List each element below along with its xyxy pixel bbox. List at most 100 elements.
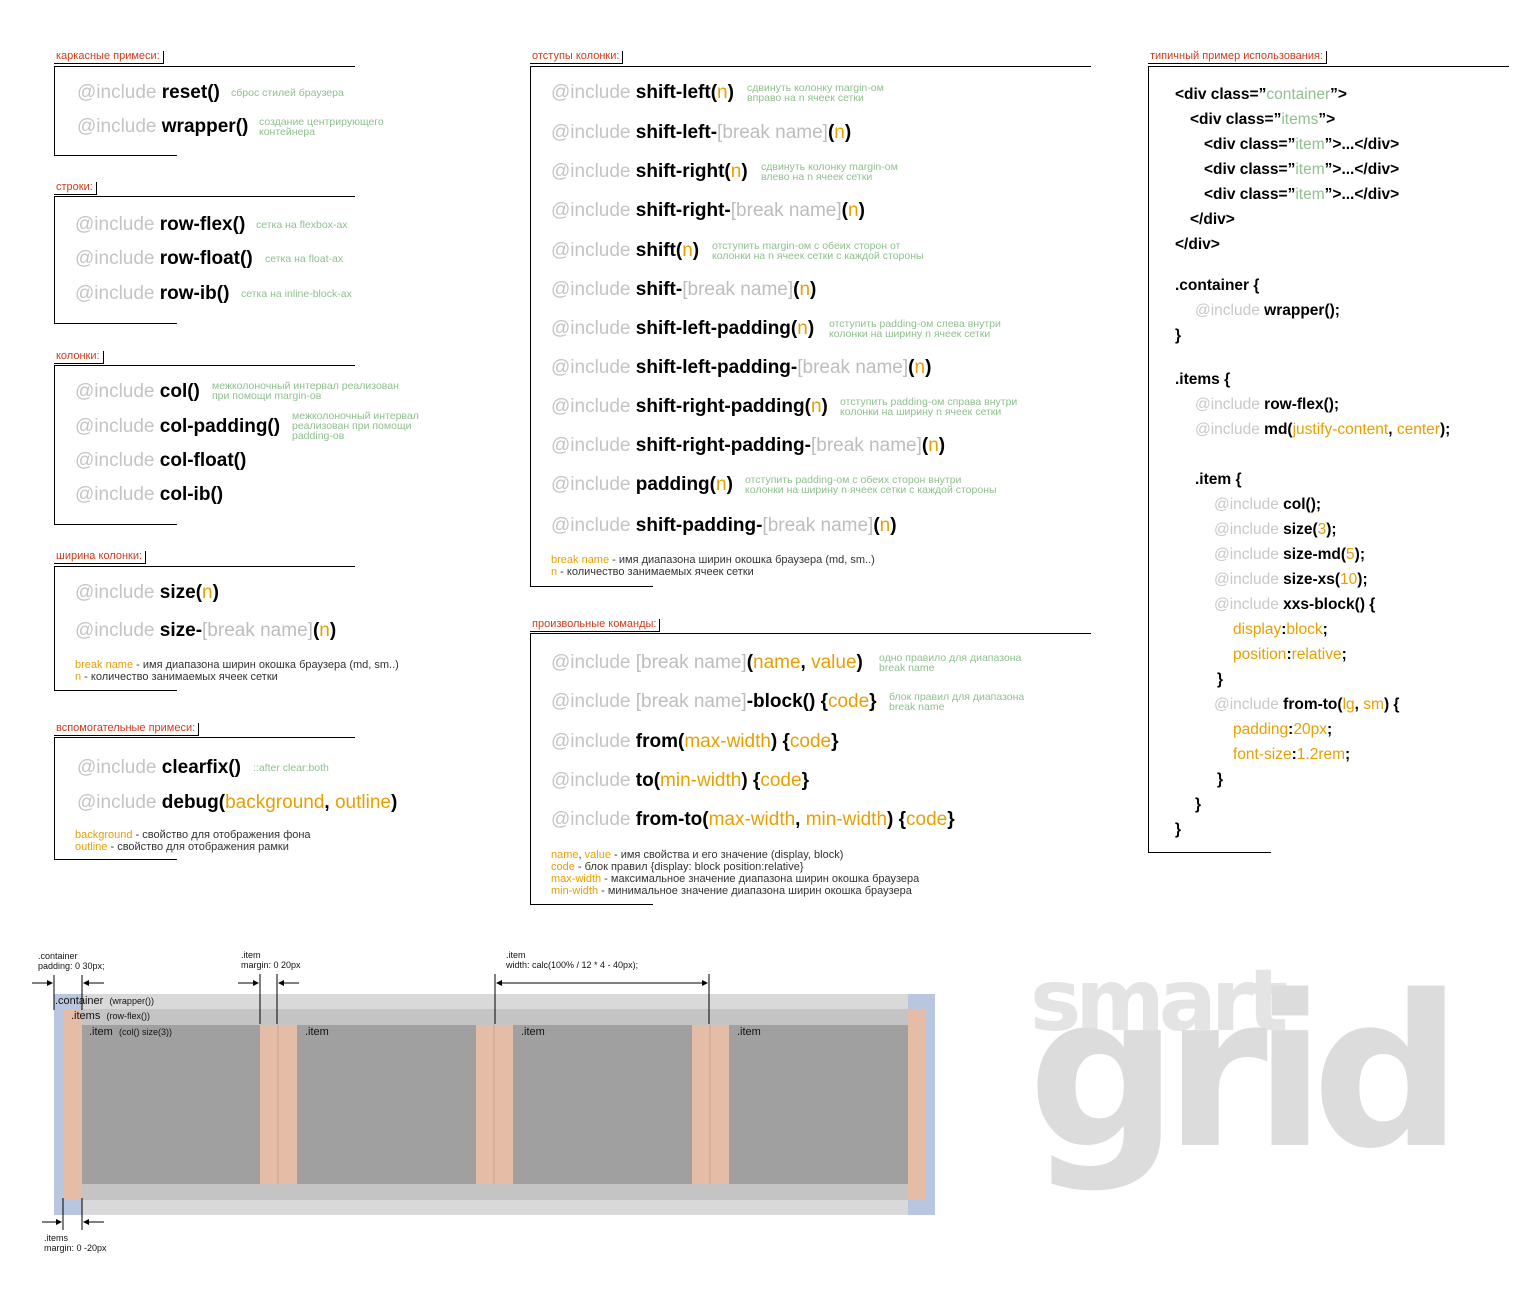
legend-custom: name, value - имя свойства и его значени… [551, 849, 919, 897]
note-row-float: сетка на float-ах [265, 253, 344, 265]
code-text: : [1288, 721, 1294, 738]
note-line: межколоночный интервал реализован [212, 380, 399, 392]
note-line: колонки на ширину n ячеек сетки [829, 328, 991, 340]
include-keyword: @include [1195, 396, 1260, 413]
css-property: display [1233, 621, 1282, 638]
mixin-clearfix: @include clearfix() [77, 757, 241, 779]
mixin-reset: @include reset() [77, 82, 220, 104]
mixin-name: clearfix() [161, 757, 241, 778]
mixin-size: @include size(n) [75, 582, 219, 604]
arg-code: code [760, 770, 802, 791]
css-property: font-size [1233, 746, 1292, 763]
code-arg: justify-content [1292, 421, 1389, 438]
mixin-row-float: @include row-float() [75, 248, 253, 270]
code-line: @include col(); [1214, 496, 1321, 514]
note-line: влево на n ячеек сетки [761, 171, 873, 183]
include-keyword: @include [551, 515, 631, 536]
label-item: .item [521, 1026, 545, 1038]
mixin-name: shift-right-padding( [635, 396, 811, 417]
arg-max-width: max-width [684, 731, 771, 752]
legend-key: n [75, 671, 82, 683]
section-title-rows: строки: [54, 181, 97, 195]
legend-value: - имя диапазона ширин окошка браузера (m… [609, 554, 875, 566]
arg-n: n [879, 515, 891, 536]
break-name: [break name] [717, 122, 828, 143]
mixin-name: col() [159, 381, 200, 402]
diagram-item [297, 1025, 476, 1184]
section-title-custom-commands: произвольные команды: [530, 618, 661, 632]
legend-key: break name [551, 554, 610, 566]
include-keyword: @include [75, 582, 155, 603]
mixin-name: col-float() [159, 450, 247, 471]
code-text: ); [1439, 421, 1451, 438]
label-note: (col() size(3)) [118, 1027, 172, 1037]
brace: ) { [887, 809, 907, 830]
note-line: реализован при помощи [292, 420, 412, 432]
code-text: ; [1345, 746, 1351, 763]
paren: ( [873, 515, 880, 536]
include-keyword: @include [1195, 302, 1260, 319]
include-keyword: @include [551, 691, 631, 712]
note-line: межколоночный интервал [292, 410, 419, 422]
section-title-column-width: ширина колонки: [54, 550, 147, 564]
include-keyword: @include [75, 620, 155, 641]
include-keyword: @include [1214, 596, 1279, 613]
code-text: ”>...</div> [1324, 161, 1400, 178]
code-text: <div class=” [1190, 111, 1282, 128]
code-text: <div class=” [1175, 86, 1267, 103]
mixin-name: shift-left-padding- [635, 357, 798, 378]
label-items: .items (row-flex()) [71, 1011, 150, 1022]
note-line: сдвинуть колонку margin-ом [761, 161, 898, 173]
code-text: wrapper(); [1259, 302, 1340, 319]
label-container: .container (wrapper()) [55, 995, 154, 1007]
diagram-item [729, 1025, 908, 1184]
note-reset: сброс стилей браузера [231, 87, 344, 99]
include-keyword: @include [551, 396, 631, 417]
column-offsets-box [530, 66, 1091, 587]
code-line: @include md(justify-content, center); [1195, 421, 1450, 439]
arg-value: value [811, 652, 857, 673]
usage-example-box [1148, 66, 1509, 853]
include-keyword: @include [551, 161, 631, 182]
code-line: } [1195, 796, 1202, 813]
include-keyword: @include [77, 757, 157, 778]
paren: ) [858, 200, 865, 221]
custom-commands-box [530, 633, 1091, 905]
frame-mixins-box [54, 66, 355, 156]
paren: ) [890, 515, 897, 536]
include-keyword: @include [551, 731, 631, 752]
include-keyword: @include [551, 809, 631, 830]
paren: ) [212, 582, 219, 603]
code-line: @include size-md(5); [1214, 546, 1365, 564]
code-line: @include xxs-block() { [1214, 596, 1375, 614]
arg-outline: outline [334, 792, 391, 813]
note-padding: отступить padding-ом с обеих сторон внут… [745, 474, 997, 496]
paren: ( [908, 357, 915, 378]
legend-line: break name - имя диапазона ширин окошка … [551, 554, 875, 566]
logo-smart: smart [1030, 951, 1288, 1051]
note-line: отступить padding-ом с обеих сторон внут… [745, 474, 962, 486]
paren: ( [312, 620, 320, 641]
arg-min-width: min-width [805, 809, 888, 830]
legend-debug: background - свойство для отображения фо… [75, 829, 311, 853]
legend-key: value [584, 849, 611, 861]
code-text: : [1286, 646, 1292, 663]
arg-n: n [799, 279, 811, 300]
label-text: .container [55, 995, 104, 1007]
legend-key: n [551, 566, 558, 578]
mixin-col-ib: @include col-ib() [75, 484, 223, 506]
break-name: [break name] [635, 691, 747, 712]
mixin-name: row-flex() [159, 214, 246, 235]
mixin-name: to( [635, 770, 661, 791]
mixin-name: -block() { [746, 691, 828, 712]
mixin-col-float: @include col-float() [75, 450, 246, 472]
arg-n: n [810, 396, 822, 417]
mixin-name: shift- [635, 279, 683, 300]
mixin-col: @include col() [75, 381, 200, 403]
note-line: колонки на ширину n ячеек сетки [840, 406, 1002, 418]
legend-value: - имя диапазона ширин окошка браузера (m… [133, 659, 399, 671]
code-text: , [1354, 696, 1364, 713]
